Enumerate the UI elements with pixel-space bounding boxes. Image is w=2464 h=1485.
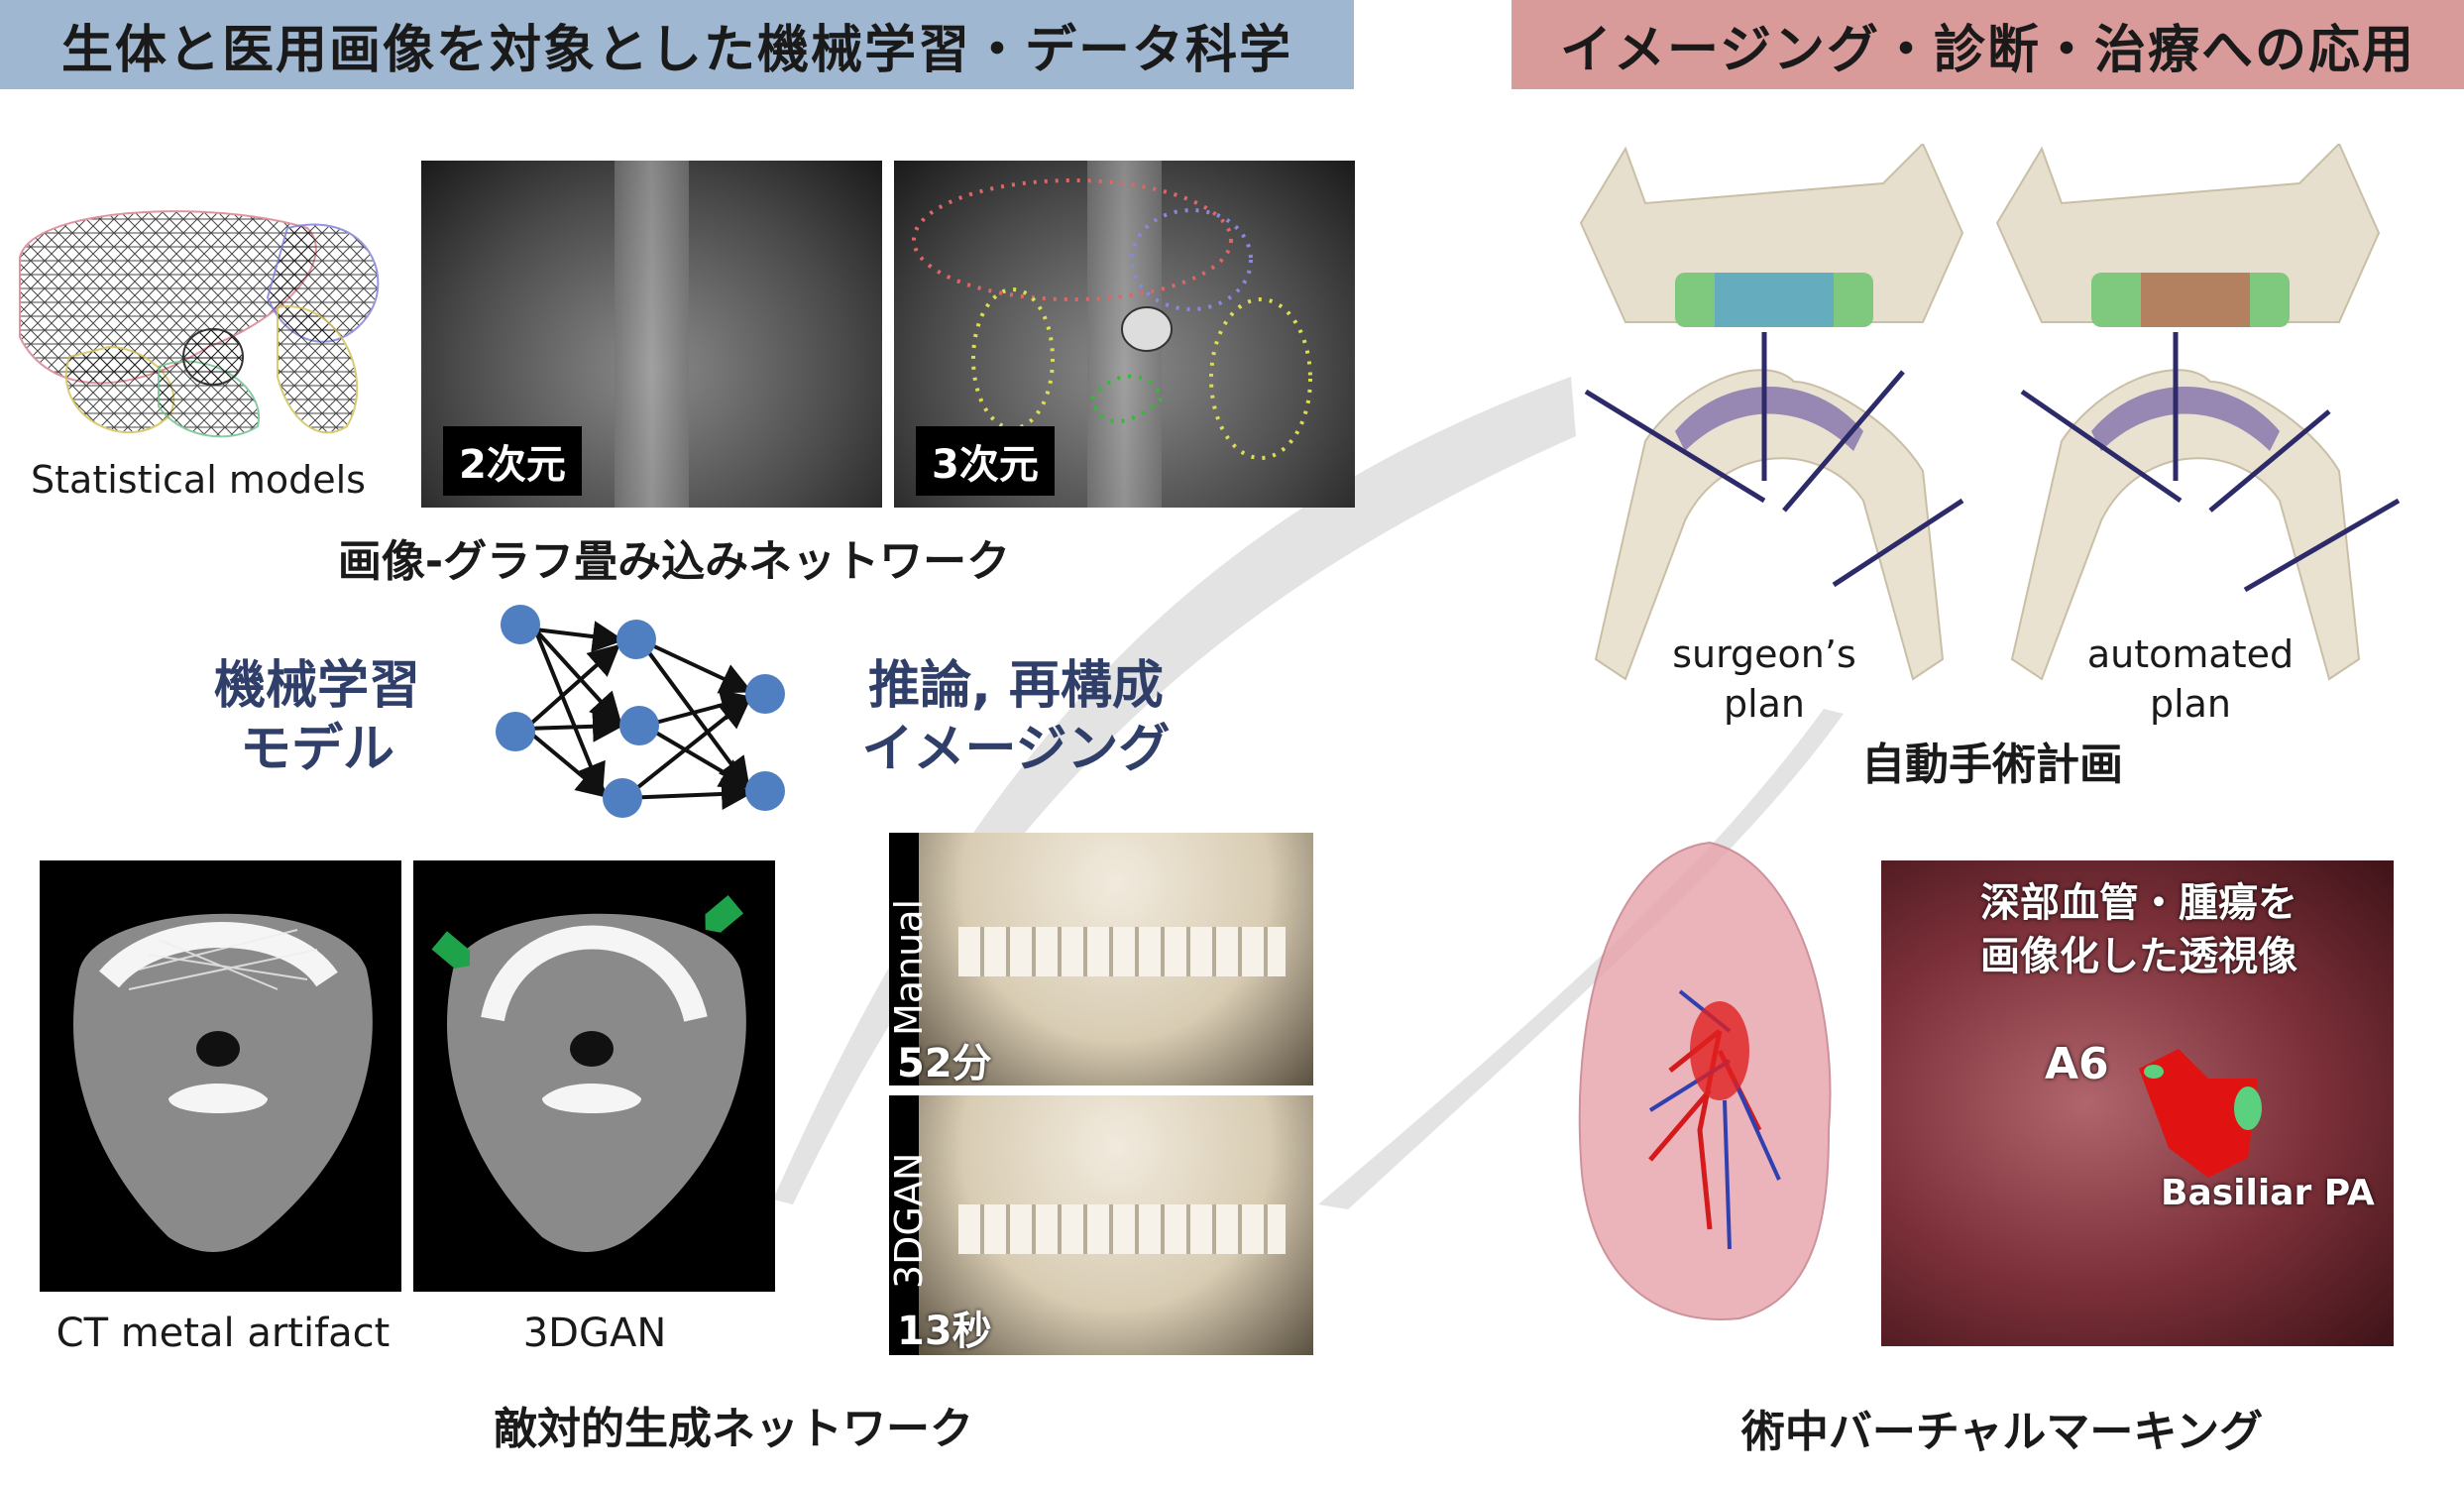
3dgan-skull-render: 3DGAN 13秒 bbox=[889, 1095, 1313, 1355]
statistical-model-wireframe bbox=[19, 210, 380, 438]
a6-label: A6 bbox=[2045, 1039, 2109, 1089]
adversarial-caption: 敵対的生成ネットワーク bbox=[494, 1404, 973, 1454]
3dgan-side-label: 3DGAN bbox=[889, 1152, 931, 1289]
manual-side-label: Manual bbox=[889, 898, 931, 1036]
3dgan-label: 3DGAN bbox=[522, 1311, 667, 1356]
ml-model-label-line2: モデル bbox=[239, 720, 394, 779]
inference-label-line2: イメージング bbox=[861, 720, 1171, 779]
xray-3d-image: 3次元 bbox=[894, 161, 1355, 508]
automated-plan-line2: plan bbox=[2149, 682, 2232, 726]
3dgan-time-label: 13秒 bbox=[897, 1309, 992, 1354]
nn-output-node bbox=[745, 674, 785, 714]
fluoro-caption: 深部血管・腫瘍を 画像化した透視像 bbox=[1941, 876, 2337, 983]
ml-model-label: 機械学習 モデル bbox=[193, 654, 441, 781]
ct-slice-drawing bbox=[431, 894, 746, 1252]
endoscopic-fluoroscopy-image: 深部血管・腫瘍を 画像化した透視像 A6 Basiliar PA bbox=[1881, 860, 2394, 1346]
ct-metal-artifact-image bbox=[40, 860, 401, 1292]
xray-2d-image: 2次元 bbox=[421, 161, 882, 508]
green-arrow-icon bbox=[705, 894, 744, 936]
surgeon-plan-line1: surgeon’s bbox=[1672, 632, 1856, 676]
inference-label: 推論, 再構成 イメージング bbox=[852, 654, 1179, 781]
right-section-title: イメージング・診断・治療への応用 bbox=[1560, 20, 2415, 80]
point-cloud-overlay bbox=[912, 178, 1312, 460]
surgeon-plan-line2: plan bbox=[1723, 682, 1806, 726]
nn-hidden-node bbox=[603, 778, 642, 818]
automated-plan-line1: automated bbox=[2086, 632, 2295, 676]
surgeon-plan-render bbox=[1579, 144, 1964, 681]
left-section-title: 生体と医用画像を対象とした機械学習・データ科学 bbox=[60, 20, 1292, 80]
inference-label-line1: 推論, 再構成 bbox=[868, 656, 1164, 716]
ct-3dgan-image bbox=[413, 860, 775, 1292]
automated-plan-render bbox=[1995, 144, 2401, 681]
green-arrow-icon bbox=[431, 931, 471, 971]
manual-time-label: 52分 bbox=[897, 1041, 992, 1085]
teeth-row bbox=[958, 1204, 1286, 1254]
graph-conv-caption: 画像-グラフ畳み込みネットワーク bbox=[337, 536, 1011, 587]
nn-input-node bbox=[496, 712, 535, 751]
nn-hidden-node bbox=[619, 706, 659, 745]
neural-network-diagram bbox=[496, 605, 785, 818]
right-section-header: イメージング・診断・治療への応用 bbox=[1512, 0, 2464, 89]
xray-3d-badge: 3次元 bbox=[916, 426, 1055, 496]
nn-hidden-node bbox=[616, 620, 656, 659]
lung-render bbox=[1578, 841, 1832, 1320]
virtual-marking-caption: 術中バーチャルマーキング bbox=[1740, 1407, 2264, 1457]
nn-input-node bbox=[501, 605, 540, 644]
ct-slice-drawing bbox=[73, 913, 373, 1252]
ct-metal-artifact-label: CT metal artifact bbox=[56, 1311, 391, 1356]
spine-shape bbox=[615, 161, 689, 508]
manual-skull-render: Manual 52分 bbox=[889, 833, 1313, 1085]
automated-plan-label: automated plan bbox=[2072, 629, 2309, 729]
vessel-overlay bbox=[2139, 1049, 2262, 1178]
left-section-header: 生体と医用画像を対象とした機械学習・データ科学 bbox=[0, 0, 1354, 89]
ml-model-label-line1: 機械学習 bbox=[213, 656, 420, 716]
statistical-models-label: Statistical models bbox=[31, 458, 366, 502]
nn-output-node bbox=[745, 771, 785, 811]
teeth-row bbox=[958, 927, 1286, 976]
fluoro-caption-line1: 深部血管・腫瘍を bbox=[1980, 880, 2297, 926]
auto-surgery-caption: 自動手術計画 bbox=[1861, 740, 2123, 790]
fluoro-caption-line2: 画像化した透視像 bbox=[1980, 934, 2297, 979]
basilar-label: Basiliar PA bbox=[2161, 1173, 2375, 1213]
surgeon-plan-label: surgeon’s plan bbox=[1645, 629, 1883, 729]
xray-2d-badge: 2次元 bbox=[443, 426, 582, 496]
